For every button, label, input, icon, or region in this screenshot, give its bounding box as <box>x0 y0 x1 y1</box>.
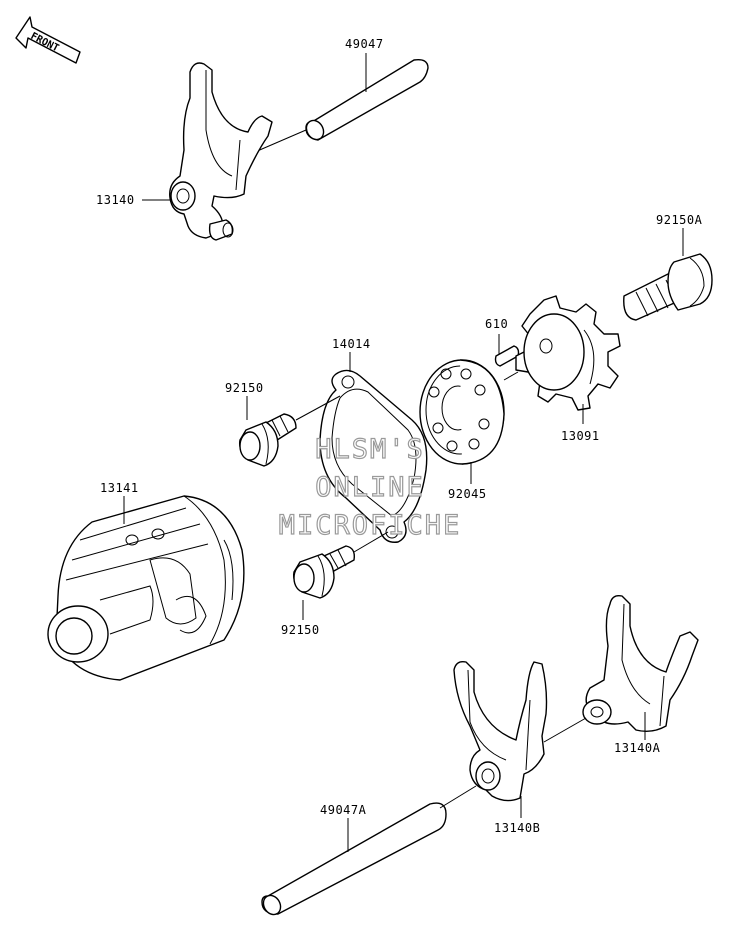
front-arrow-icon: FRONT <box>15 16 81 64</box>
watermark: HLSM'S ONLINE MICROFICHE <box>278 433 462 541</box>
label-92045: 92045 <box>448 487 487 501</box>
watermark-line3: MICROFICHE <box>279 510 462 541</box>
watermark-line1: HLSM'S <box>315 434 425 465</box>
shift-fork-13140a <box>582 594 699 733</box>
bearing-92045 <box>419 359 505 465</box>
label-13140: 13140 <box>96 193 135 207</box>
bolt-92150-upper <box>238 413 297 467</box>
label-610: 610 <box>485 317 508 331</box>
label-13140b: 13140B <box>494 821 540 835</box>
shift-fork-13140b <box>453 660 548 802</box>
label-14014: 14014 <box>332 337 371 351</box>
label-49047: 49047 <box>345 37 384 51</box>
shift-rod-upper <box>305 58 429 141</box>
label-92150-upper: 92150 <box>225 381 264 395</box>
label-13091: 13091 <box>561 429 600 443</box>
drum-cam-13091 <box>515 295 621 411</box>
label-92150a: 92150A <box>656 213 703 227</box>
label-13141: 13141 <box>100 481 139 495</box>
shift-fork-upper <box>169 62 273 241</box>
cover-plate-14014 <box>319 369 428 543</box>
bolt-92150-lower <box>292 545 356 599</box>
label-92150-lower: 92150 <box>281 623 320 637</box>
watermark-line2: ONLINE <box>315 472 425 503</box>
bolt-92150a <box>623 253 713 321</box>
label-13140a: 13140A <box>614 741 661 755</box>
shift-drum-13141 <box>47 495 245 681</box>
label-49047a: 49047A <box>320 803 367 817</box>
shift-rod-lower <box>261 802 447 916</box>
